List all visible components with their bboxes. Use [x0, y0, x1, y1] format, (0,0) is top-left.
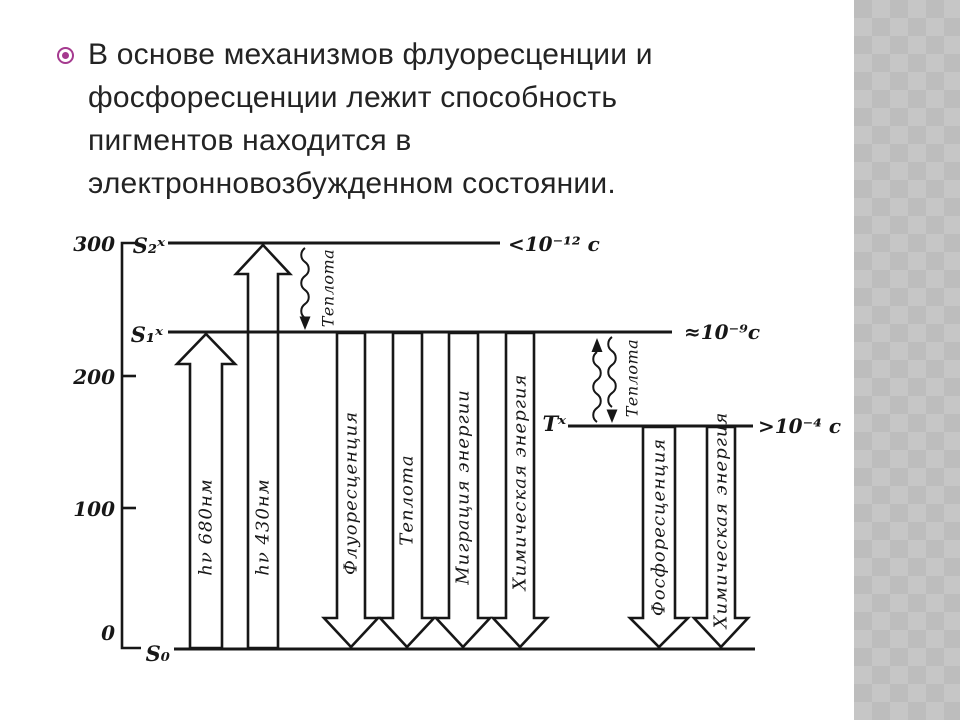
tick-0: 0	[101, 621, 115, 645]
lifetime-s2: <10⁻¹² c	[508, 232, 600, 256]
level-label-t: Tˣ	[542, 411, 567, 436]
label-heat-s1: Теплота	[397, 454, 418, 545]
label-chemical-energy-s1: Химическая энергия	[510, 374, 531, 593]
wavy-heat-arrow-s1-t-up	[591, 338, 603, 423]
label-hv-680: hν 680нм	[196, 478, 217, 575]
lifetime-t: >10⁻⁴ c	[758, 414, 841, 438]
label-energy-migration: Миграция энергии	[453, 389, 474, 586]
label-hv-430: hν 430нм	[253, 478, 274, 575]
tick-200: 200	[72, 365, 115, 389]
level-label-s1: S₁ˣ	[131, 322, 164, 347]
bullet-text-line: пигментов находится в	[88, 124, 412, 157]
excitation-arrow-430nm	[233, 243, 293, 650]
wavy-heat-arrow-s2-s1	[299, 247, 311, 330]
label-fluorescence: Флуоресценция	[341, 411, 362, 575]
label-phosphorescence: Фосфоресценция	[649, 438, 670, 616]
bullet-text-line: электронновозбужденном состоянии.	[88, 167, 616, 200]
label-heat-s1-t: Теплота	[623, 339, 642, 417]
bullet-text-line: фосфоресценции лежит способность	[88, 81, 618, 114]
chemical-energy-arrow-s1	[490, 331, 550, 649]
bullet-text-line: В основе механизмов флуоресценции и	[88, 38, 653, 71]
energy-level-diagram: 300 200 100 0 S₂ˣ S₁ˣ Tˣ S₀ <10⁻¹² c ≈10…	[72, 232, 841, 666]
bullet-text-block: В основе механизмов флуоресценции и фосф…	[88, 33, 788, 205]
chemical-energy-arrow-t	[691, 425, 751, 649]
decorative-diamond-sidebar	[854, 0, 960, 720]
level-label-s0: S₀	[146, 641, 170, 666]
fluorescence-arrow	[321, 331, 381, 649]
energy-axis	[120, 241, 141, 650]
energy-migration-arrow	[433, 331, 493, 649]
wavy-heat-arrow-s1-t-down	[606, 336, 618, 423]
heat-arrow-s1	[377, 331, 437, 649]
level-label-s2: S₂ˣ	[133, 233, 166, 258]
lifetime-s1: ≈10⁻⁹c	[684, 320, 760, 344]
bullet-marker-icon	[57, 47, 74, 64]
excitation-arrow-680nm	[173, 332, 239, 650]
phosphorescence-arrow	[626, 425, 692, 649]
label-heat-s2-s1: Теплота	[319, 249, 338, 327]
tick-300: 300	[73, 232, 115, 256]
label-chemical-energy-t: Химическая энергия	[711, 412, 732, 631]
tick-100: 100	[73, 497, 115, 521]
